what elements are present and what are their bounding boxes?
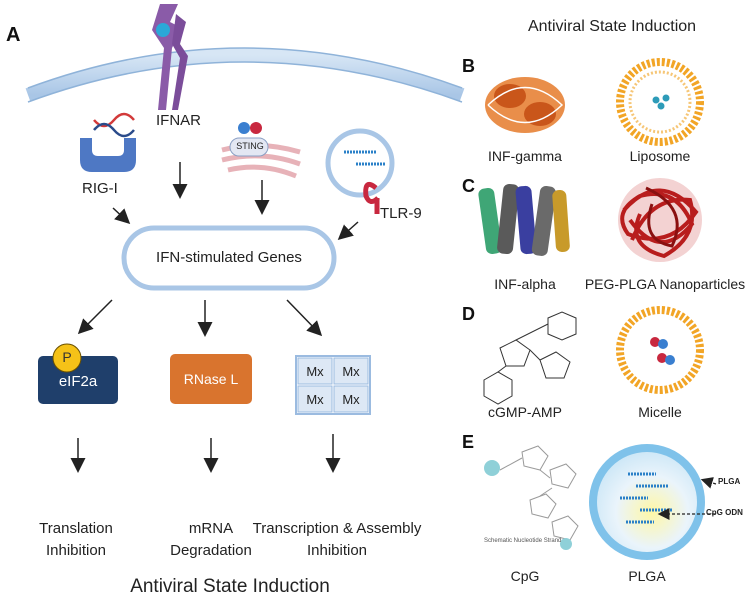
mx-grid xyxy=(295,355,371,415)
outcome-translation-line1: Translation xyxy=(39,520,113,537)
isg-capsule xyxy=(121,225,337,291)
inf-alpha-structure xyxy=(478,183,570,256)
cpg-schematic xyxy=(484,445,579,550)
rnase-box xyxy=(170,354,252,404)
mx-cell-3: Mx xyxy=(306,392,324,407)
rig-i-label: RIG-I xyxy=(82,180,118,197)
cpg-odn-annotation: CpG ODN xyxy=(706,508,743,517)
sting-label: STING xyxy=(236,141,264,151)
peg-plga-nanoparticle xyxy=(618,178,702,262)
outcome-transcription-line2: Inhibition xyxy=(306,542,368,559)
isg-label: IFN-stimulated Genes xyxy=(156,249,302,266)
rnase-label: RNase L xyxy=(183,371,239,387)
cgmp-amp-molecule xyxy=(483,311,577,405)
plga-annotation: PLGA xyxy=(718,477,741,486)
plga-sphere xyxy=(589,444,705,560)
outcome-mrna: mRNA Degradation xyxy=(146,518,276,562)
phospho-badge xyxy=(52,343,82,373)
sting-icon xyxy=(221,122,301,179)
mx-cell-4: Mx xyxy=(342,392,360,407)
liposome-shape xyxy=(616,58,704,146)
plga-label: PLGA xyxy=(628,568,666,584)
liposome-label: Liposome xyxy=(629,148,691,164)
mx-cell-2: Mx xyxy=(342,364,360,379)
ifnar-label: IFNAR xyxy=(156,112,201,129)
inf-alpha-label: INF-alpha xyxy=(494,276,556,292)
outcome-translation: Translation Inhibition xyxy=(6,518,146,562)
arrow-rig-i xyxy=(112,207,131,225)
tlr9-endosome-icon xyxy=(325,128,395,214)
peg-plga-label: PEG-PLGA Nanoparticles xyxy=(584,276,746,292)
micelle-label: Micelle xyxy=(638,404,682,420)
panel-letter-e: E xyxy=(462,432,475,452)
eif2a-label: eIF2a xyxy=(58,373,98,390)
mx-cell-1: Mx xyxy=(306,364,324,379)
inf-gamma-label: INF-gamma xyxy=(488,148,562,164)
outcome-translation-line2: Inhibition xyxy=(45,542,107,559)
outcome-mrna-line2: Degradation xyxy=(170,542,252,559)
outcome-transcription-line1: Transcription & Assembly xyxy=(252,520,422,537)
cpg-label: CpG xyxy=(510,568,540,584)
panel-letter-c: C xyxy=(462,176,475,196)
right-header: Antiviral State Induction xyxy=(527,18,697,35)
panel-letter-a: A xyxy=(6,24,21,46)
outcome-transcription: Transcription & Assembly Inhibition xyxy=(238,518,436,562)
inf-gamma-structure xyxy=(485,77,565,133)
cpg-caption: Schematic Nucleotide Strand xyxy=(484,538,562,544)
micelle-shape xyxy=(616,306,704,394)
rig-i-icon xyxy=(80,112,136,172)
tlr9-label: TLR-9 xyxy=(380,205,422,222)
arrow-tlr9 xyxy=(337,221,359,240)
outcome-mrna-line1: mRNA xyxy=(188,520,234,537)
cgmp-amp-label: cGMP-AMP xyxy=(488,404,562,420)
ifnar-receptor-icon xyxy=(152,4,188,110)
footer-title: Antiviral State Induction xyxy=(130,576,330,597)
cell-membrane xyxy=(25,48,465,102)
phospho-label: P xyxy=(62,349,72,365)
panel-letter-d: D xyxy=(462,304,475,324)
panel-letter-b: B xyxy=(462,56,475,76)
